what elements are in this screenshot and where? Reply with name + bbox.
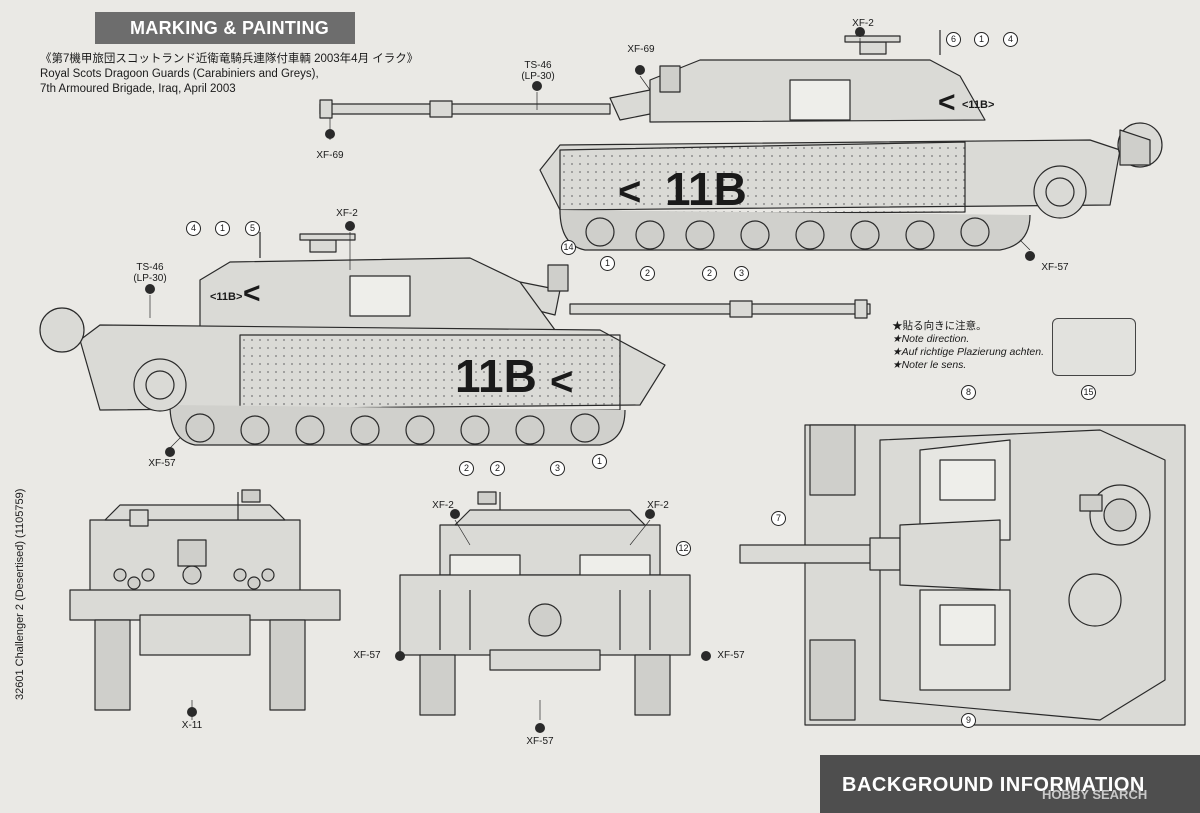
decal-number-1: 1 (215, 221, 230, 236)
watermark: HOBBY SEARCH (1042, 787, 1148, 802)
tank-top-view (739, 424, 1186, 726)
decal-number-2: 2 (702, 266, 717, 281)
tac-sign-left: < (550, 360, 573, 404)
paint-code-xf57-mid: XF-57 (148, 458, 176, 469)
caption-unit: Royal Scots Dragoon Guards (Carabiniers … (40, 68, 319, 80)
tank-left-side-view (39, 232, 871, 446)
decal-number-4: 4 (1003, 32, 1018, 47)
tank-right-side-view (319, 30, 1163, 251)
note-french: ★Noter le sens. (892, 359, 967, 371)
decal-number-12: 12 (676, 541, 691, 556)
paint-code-xf57-rear-right: XF-57 (717, 650, 745, 661)
turret-tac-sign-right: < (938, 86, 956, 119)
paint-code-xf2-rear-right: XF-2 (647, 500, 669, 511)
paint-code-xf57-rear-left: XF-57 (353, 650, 381, 661)
decal-number-2: 2 (459, 461, 474, 476)
decal-number-1: 1 (600, 256, 615, 271)
paint-code-xf2-rear-left: XF-2 (432, 500, 454, 511)
section-header: MARKING & PAINTING (95, 12, 355, 44)
unit-marking-left: 11B (455, 350, 537, 402)
decal-number-3: 3 (550, 461, 565, 476)
decal-number-7: 7 (771, 511, 786, 526)
turret-tac-sign-left: < (243, 277, 261, 310)
decal-number-9: 9 (961, 713, 976, 728)
decal-number-15: 15 (1081, 385, 1096, 400)
decal-number-4: 4 (186, 221, 201, 236)
decal-number-6: 6 (946, 32, 961, 47)
note-english: ★Note direction. (892, 333, 970, 345)
decal-number-1: 1 (974, 32, 989, 47)
paint-code-xf2-mid: XF-2 (336, 208, 358, 219)
footer-title: BACKGROUND INFORMATION (842, 774, 1145, 796)
paint-code-xf57-top: XF-57 (1041, 262, 1069, 273)
tank-front-view (69, 489, 341, 711)
paint-code-xf2-top: XF-2 (852, 18, 874, 29)
footer-bar (820, 755, 1200, 813)
paint-code-ts46-top: TS-46(LP-30) (521, 60, 555, 82)
decal-number-2: 2 (490, 461, 505, 476)
decal-number-2: 2 (640, 266, 655, 281)
vehicle-caption: 《第7機甲旅団スコットランド近衛竜騎兵連隊付車輌 2003年4月 イラク》 Ro… (40, 52, 418, 97)
paint-code-x11: X-11 (181, 720, 203, 731)
decal-number-14: 14 (561, 240, 576, 255)
caption-brigade: 7th Armoured Brigade, Iraq, April 2003 (40, 83, 236, 95)
paint-code-ts46-mid: TS-46(LP-30) (133, 262, 167, 284)
note-japanese: ★貼る向きに注意。 (892, 320, 987, 332)
tank-rear-view (399, 491, 691, 716)
caption-japanese: 《第7機甲旅団スコットランド近衛竜騎兵連隊付車輌 2003年4月 イラク》 (40, 53, 419, 65)
decal-number-1: 1 (592, 454, 607, 469)
paint-code-xf69-top: XF-69 (627, 44, 655, 55)
unit-marking-right: 11B (665, 163, 747, 215)
paint-code-xf69-barrel: XF-69 (316, 150, 344, 161)
decal-direction-notes: ★貼る向きに注意。 ★Note direction. ★Auf richtige… (892, 320, 1044, 372)
direction-note-illustration (1052, 318, 1136, 376)
turret-badge-right: <11B> (962, 99, 994, 111)
decal-number-5: 5 (245, 221, 260, 236)
decal-number-3: 3 (734, 266, 749, 281)
note-german: ★Auf richtige Plazierung achten. (892, 346, 1044, 358)
turret-badge-left: <11B> (210, 291, 242, 303)
tac-sign-right: < (618, 170, 641, 214)
paint-code-xf57-rear-bottom: XF-57 (526, 736, 554, 747)
decal-number-8: 8 (961, 385, 976, 400)
